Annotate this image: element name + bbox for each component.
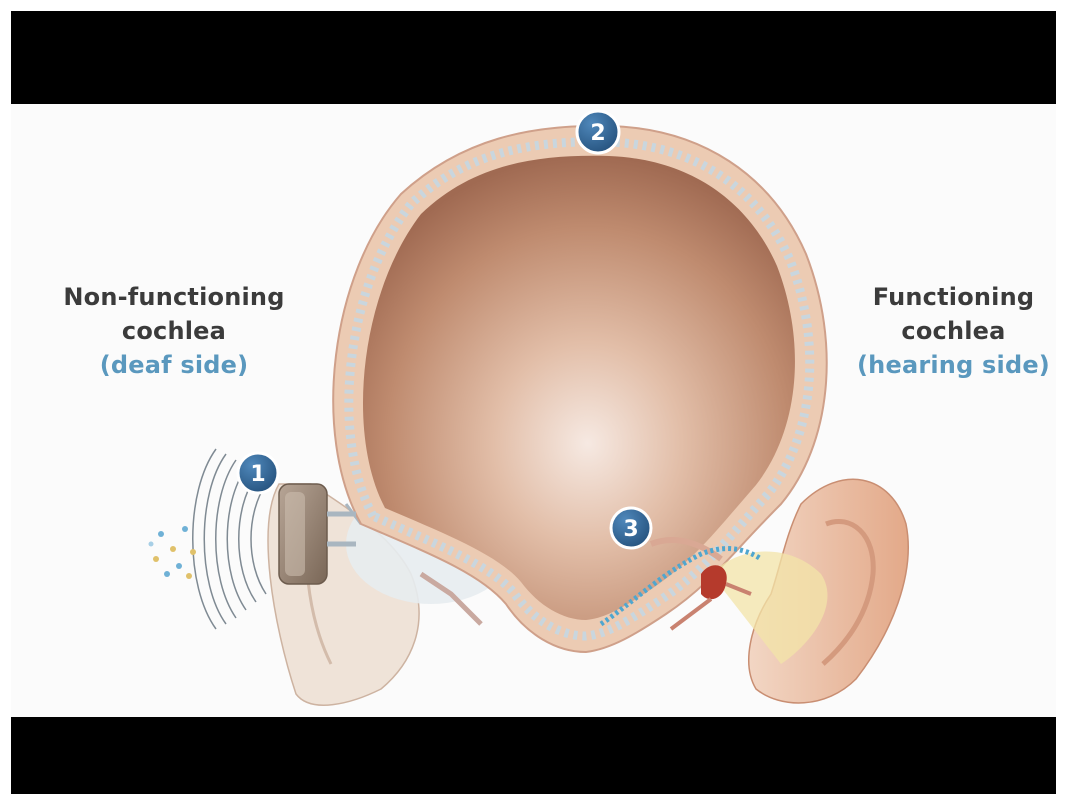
marker-1: 1 — [238, 453, 278, 493]
right-label-line1: Functioning — [831, 280, 1056, 314]
left-cochlea-label: Non-functioning cochlea (deaf side) — [39, 280, 309, 382]
marker-1-number: 1 — [250, 462, 265, 487]
right-cochlea-label: Functioning cochlea (hearing side) — [831, 280, 1056, 382]
head-cross-section-diagram: 1 2 3 — [11, 104, 1056, 717]
left-label-line1: Non-functioning — [39, 280, 309, 314]
right-label-line2: cochlea — [831, 314, 1056, 348]
marker-2: 2 — [577, 111, 619, 153]
sound-particles-icon — [149, 526, 197, 579]
marker-2-number: 2 — [590, 121, 605, 146]
diagram-panel: 1 2 3 Non-functioning cochlea (deaf side… — [11, 104, 1056, 717]
marker-3: 3 — [611, 508, 651, 548]
letterbox-top — [11, 11, 1056, 104]
marker-3-number: 3 — [623, 517, 638, 542]
right-label-line3: (hearing side) — [831, 348, 1056, 382]
left-label-line3: (deaf side) — [39, 348, 309, 382]
left-label-line2: cochlea — [39, 314, 309, 348]
letterbox-bottom — [11, 717, 1056, 794]
